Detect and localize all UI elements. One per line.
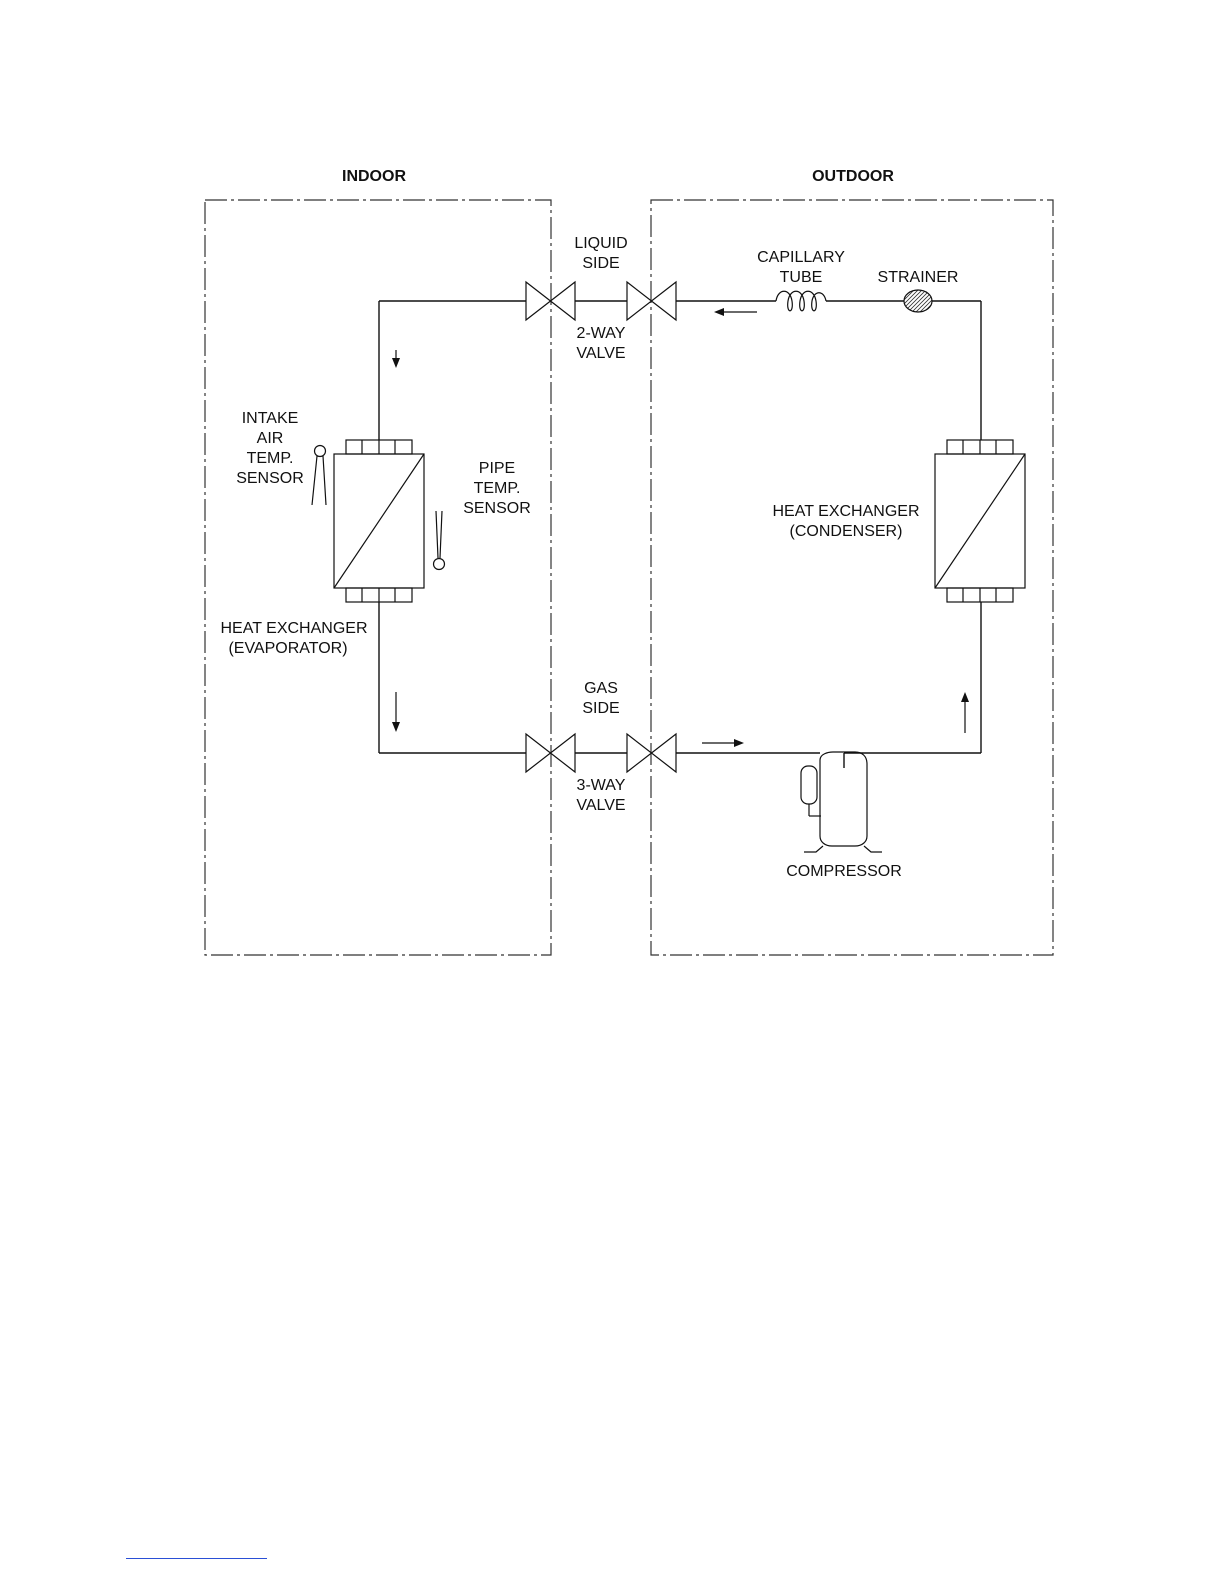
three-way-valve-label: 3-WAY VALVE — [576, 777, 625, 814]
intake-air-temp-sensor-icon — [312, 446, 326, 506]
capillary-tube-coil-icon — [776, 291, 826, 311]
evaporator-heat-exchanger — [334, 440, 424, 602]
compressor-label: COMPRESSOR — [786, 863, 902, 880]
condenser-heat-exchanger — [935, 440, 1025, 602]
svg-text:2-WAY: 2-WAY — [577, 325, 626, 342]
outdoor-title: OUTDOOR — [812, 168, 894, 185]
capillary-tube-label: CAPILLARY TUBE — [757, 249, 845, 286]
footnote-separator — [126, 1558, 267, 1559]
strainer-label: STRAINER — [878, 269, 959, 286]
arrow-down-icon — [392, 692, 400, 732]
indoor-unit-boundary — [205, 200, 551, 955]
svg-text:PIPE: PIPE — [479, 460, 515, 477]
strainer-icon — [904, 290, 932, 312]
intake-air-temp-sensor-label: INTAKE AIR TEMP. SENSOR — [236, 410, 304, 487]
svg-text:TEMP.: TEMP. — [474, 480, 521, 497]
arrow-up-icon — [961, 692, 969, 733]
indoor-title: INDOOR — [342, 168, 406, 185]
svg-text:3-WAY: 3-WAY — [577, 777, 626, 794]
svg-text:HEAT EXCHANGER: HEAT EXCHANGER — [221, 620, 368, 637]
svg-text:TUBE: TUBE — [780, 269, 823, 286]
svg-text:INTAKE: INTAKE — [242, 410, 299, 427]
arrow-left-icon — [714, 308, 757, 316]
svg-text:SENSOR: SENSOR — [463, 500, 531, 517]
svg-text:TEMP.: TEMP. — [247, 450, 294, 467]
svg-text:(CONDENSER): (CONDENSER) — [790, 523, 903, 540]
gas-side-label: GAS SIDE — [582, 680, 619, 717]
svg-text:AIR: AIR — [257, 430, 284, 447]
svg-text:SENSOR: SENSOR — [236, 470, 304, 487]
two-way-valve-label: 2-WAY VALVE — [576, 325, 625, 362]
arrow-down-icon — [392, 350, 400, 368]
svg-text:SIDE: SIDE — [582, 255, 619, 272]
arrow-right-icon — [702, 739, 744, 747]
liquid-side-label: LIQUID SIDE — [574, 235, 627, 272]
svg-text:CAPILLARY: CAPILLARY — [757, 249, 845, 266]
svg-text:HEAT EXCHANGER: HEAT EXCHANGER — [773, 503, 920, 520]
outdoor-unit-boundary — [651, 200, 1053, 955]
svg-text:GAS: GAS — [584, 680, 618, 697]
svg-text:VALVE: VALVE — [576, 797, 625, 814]
svg-text:SIDE: SIDE — [582, 700, 619, 717]
compressor-icon — [801, 752, 882, 852]
svg-text:LIQUID: LIQUID — [574, 235, 627, 252]
pipe-temp-sensor-icon — [434, 511, 445, 570]
svg-text:(EVAPORATOR): (EVAPORATOR) — [228, 640, 347, 657]
three-way-valve-outdoor-side — [627, 734, 676, 772]
condenser-label: HEAT EXCHANGER (CONDENSER) — [773, 503, 920, 540]
pipe-temp-sensor-label: PIPE TEMP. SENSOR — [463, 460, 531, 517]
evaporator-label: HEAT EXCHANGER (EVAPORATOR) — [221, 620, 368, 657]
svg-text:VALVE: VALVE — [576, 345, 625, 362]
